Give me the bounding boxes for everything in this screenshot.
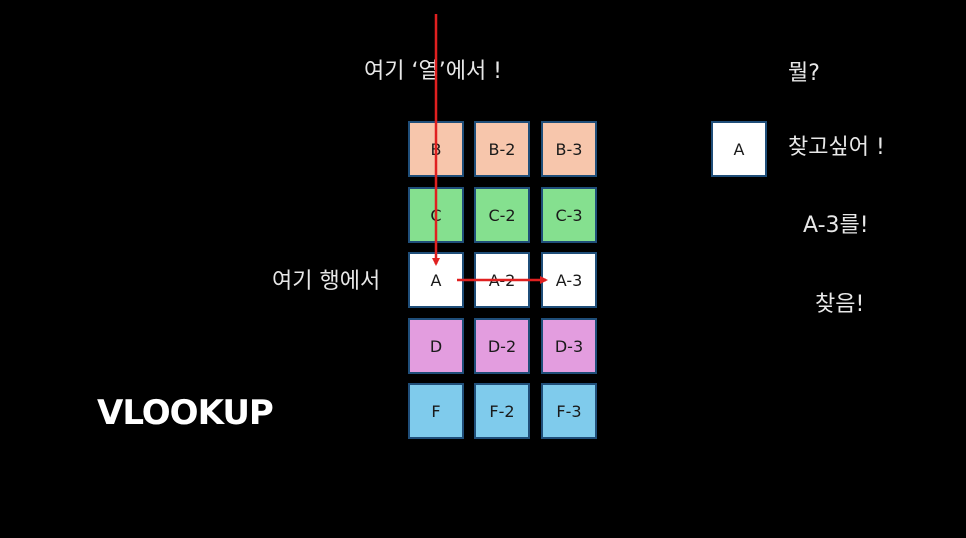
column-label: 여기 ‘열’에서 ! [364,59,502,84]
answer-label: A-3를! [803,213,869,238]
table-cell: C-3 [541,187,597,243]
table-cell: F-3 [541,383,597,439]
question-label: 뭘? [788,61,820,86]
table-cell: A-3 [541,252,597,308]
table-cell: C-2 [474,187,530,243]
table-cell: B-3 [541,121,597,177]
table-cell: B [408,121,464,177]
table-cell: A [408,252,464,308]
search-key-box: A [711,121,767,177]
table-cell: D [408,318,464,374]
page-title: VLOOKUP [97,393,274,433]
table-cell: A-2 [474,252,530,308]
table-cell: F [408,383,464,439]
want-to-find-label: 찾고싶어 ! [788,135,885,160]
table-cell: B-2 [474,121,530,177]
table-cell: D-3 [541,318,597,374]
found-label: 찾음! [815,292,865,317]
table-cell: C [408,187,464,243]
table-cell: D-2 [474,318,530,374]
row-label: 여기 행에서 [272,269,381,294]
table-cell: F-2 [474,383,530,439]
